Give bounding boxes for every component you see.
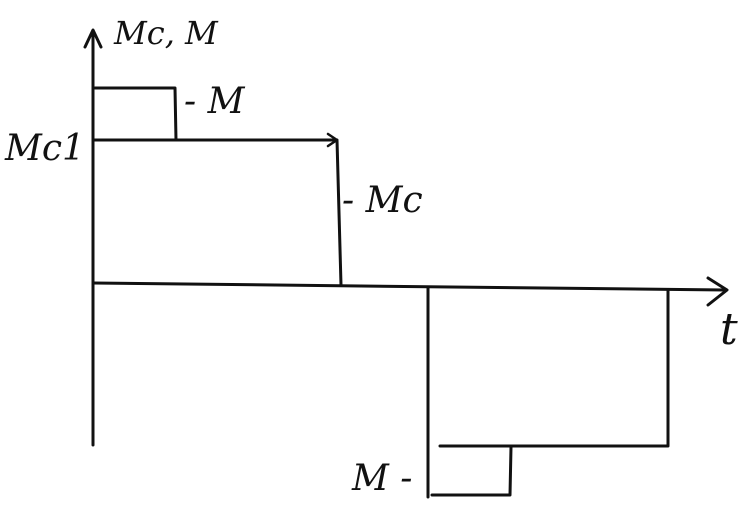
m-curve-negative <box>430 445 513 497</box>
mc1-level-label: Mc1 <box>4 128 85 169</box>
m-curve-positive <box>93 86 178 142</box>
mc-curve-negative <box>426 286 670 499</box>
x-axis-label: t <box>720 304 738 355</box>
mc-curve-positive <box>91 132 343 287</box>
mc-label: - Mc <box>342 180 423 221</box>
m-bottom-label: M - <box>351 458 412 499</box>
x-axis <box>91 276 729 307</box>
m-top-label: - M <box>184 81 246 122</box>
y-axis <box>83 28 103 447</box>
y-axis-label: Mc, M <box>113 14 219 52</box>
